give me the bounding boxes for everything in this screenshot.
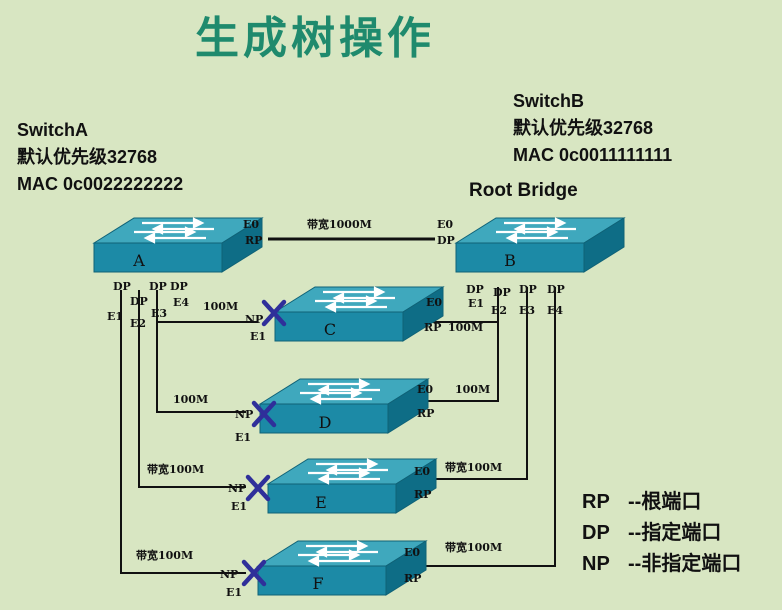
port-e-e1: E1 — [231, 500, 247, 513]
page-title: 生成树操作 — [195, 13, 435, 64]
switch-f — [256, 539, 428, 597]
port-b-e1: E1 — [468, 297, 484, 310]
blocked-x-icon-c — [261, 299, 287, 327]
switch-b — [454, 216, 626, 274]
bw-a-e: 带宽100M — [147, 462, 204, 476]
port-c-e0: E0 — [426, 296, 442, 309]
switch-a-priority: 默认优先级32768 — [17, 147, 158, 167]
link-b-f — [410, 287, 556, 567]
switch-b-name: SwitchB — [513, 91, 585, 111]
port-d-e0: E0 — [417, 383, 433, 396]
switch-c — [273, 285, 445, 343]
port-c-np: NP — [245, 313, 263, 326]
port-d-e1: E1 — [235, 431, 251, 444]
port-c-rp: RP — [424, 321, 441, 334]
switch-d-label: D — [319, 413, 332, 432]
port-b-e2: E2 — [491, 304, 507, 317]
port-b-dp2: DP — [493, 286, 511, 299]
switch-a — [92, 216, 264, 274]
port-f-e0: E0 — [404, 546, 420, 559]
switch-f-label: F — [312, 574, 323, 593]
blocked-x-icon-f — [241, 559, 267, 587]
switch-e-label: E — [315, 493, 327, 512]
port-a-e2: E2 — [130, 317, 146, 330]
port-e-np: NP — [228, 482, 246, 495]
port-b-dp3: DP — [519, 283, 537, 296]
connection-lines — [120, 237, 556, 574]
bw-b-c: 100M — [448, 321, 483, 334]
port-b-dp0: DP — [437, 234, 455, 247]
port-b-dp1: DP — [466, 283, 484, 296]
port-b-dp4: DP — [547, 283, 565, 296]
switch-e — [266, 457, 438, 515]
port-a-e0: E0 — [243, 218, 259, 231]
port-d-np: NP — [235, 408, 253, 421]
port-e-e0: E0 — [414, 465, 430, 478]
switch-b-info: SwitchB 默认优先级32768 MAC 0c0011111111 — [513, 88, 672, 169]
port-a-dp2: DP — [130, 295, 148, 308]
port-f-e1: E1 — [226, 586, 242, 599]
port-a-dp3: DP — [149, 280, 167, 293]
switch-a-label: A — [132, 251, 145, 270]
link-a-f — [120, 290, 246, 574]
bw-b-f: 带宽100M — [445, 540, 502, 554]
port-a-e1: E1 — [107, 310, 123, 323]
switch-a-name: SwitchA — [17, 120, 89, 140]
port-b-e3: E3 — [519, 304, 535, 317]
bw-b-e: 带宽100M — [445, 460, 502, 474]
port-a-rp: RP — [245, 234, 262, 247]
switch-d — [258, 377, 430, 435]
port-a-e3: E3 — [151, 307, 167, 320]
switch-b-label: B — [504, 251, 516, 270]
port-e-rp: RP — [414, 488, 431, 501]
port-a-dp4: DP — [170, 280, 188, 293]
legend-item: RP--根端口 — [582, 491, 702, 513]
switch-c-label: C — [324, 320, 336, 339]
blocked-x-icon-d — [251, 400, 277, 428]
switch-b-mac: MAC 0c0011111111 — [513, 145, 673, 165]
switch-a-info: SwitchA 默认优先级32768 MAC 0c0022222222 — [17, 117, 183, 198]
legend-item: DP--指定端口 — [582, 522, 722, 544]
bw-a-b: 带宽1000M — [307, 217, 372, 231]
switch-a-mac: MAC 0c0022222222 — [17, 174, 184, 194]
link-b-d — [410, 322, 499, 402]
blocked-x-icon-e — [245, 474, 271, 502]
bw-a-f: 带宽100M — [136, 548, 193, 562]
port-a-dp1: DP — [113, 280, 131, 293]
port-d-rp: RP — [417, 407, 434, 420]
link-b-e — [410, 287, 528, 480]
port-f-rp: RP — [404, 572, 421, 585]
legend: RP--根端口 DP--指定端口 NP--非指定端口 — [582, 487, 741, 580]
port-b-e4: E4 — [547, 304, 563, 317]
switch-b-priority: 默认优先级32768 — [513, 118, 654, 138]
port-c-e1: E1 — [250, 330, 266, 343]
port-b-e0: E0 — [437, 218, 453, 231]
bw-b-d: 100M — [455, 383, 490, 396]
link-a-d — [156, 322, 246, 413]
blocked-port-marks — [241, 299, 287, 587]
root-bridge-label: Root Bridge — [469, 180, 578, 201]
legend-item: NP--非指定端口 — [582, 553, 742, 575]
port-f-np: NP — [220, 568, 238, 581]
bw-a-d: 100M — [173, 393, 208, 406]
bw-a-c: 100M — [203, 300, 238, 313]
port-a-e4: E4 — [173, 296, 189, 309]
link-a-e — [138, 296, 246, 488]
